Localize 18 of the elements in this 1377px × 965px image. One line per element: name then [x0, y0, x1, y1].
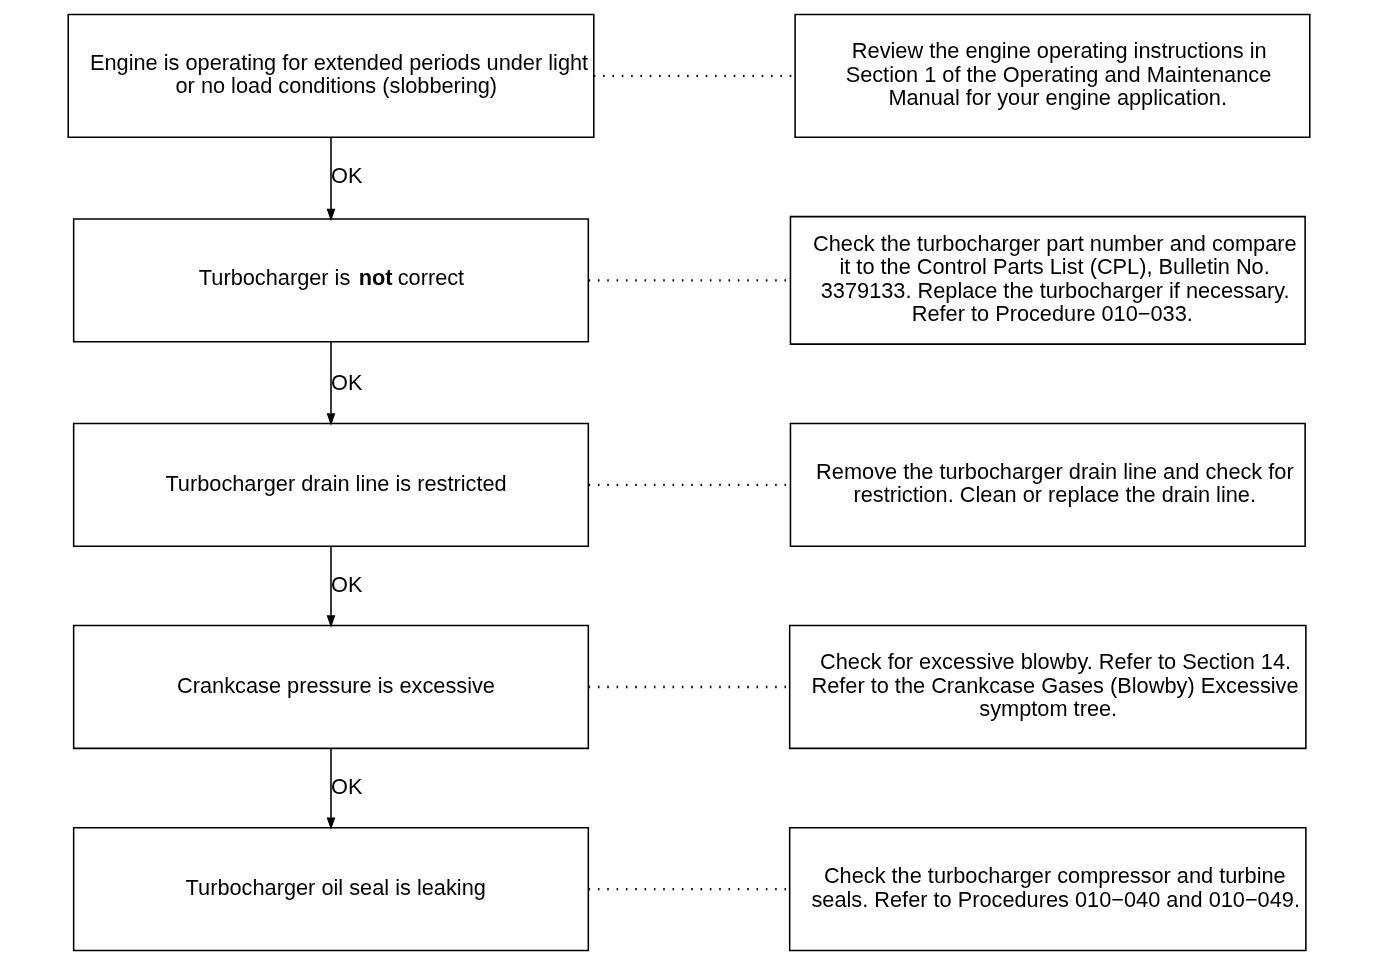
edge-label: OK — [330, 162, 362, 188]
node-box: Turbocharger is not correct — [72, 218, 589, 343]
node-box: Remove the turbocharger drain line and check for restriction. Clean or replace the drain line. — [789, 422, 1306, 548]
arrow — [326, 748, 335, 830]
edge-label: OK — [330, 369, 362, 395]
node-box: Check the turbocharger compressor and turbine seals. Refer to Procedures 010−040 and 010−049. — [788, 826, 1307, 952]
node-box: Crankcase pressure is excessive — [72, 624, 589, 750]
node-box: Check for excessive blowby. Refer to Section 14. Refer to the Crankcase Gases (Blowby) Excessive symptom tree. — [788, 624, 1307, 750]
node-box: Turbocharger drain line is restricted — [72, 422, 589, 548]
node-box: Engine is operating for extended periods under light or no load conditions (slobbering) — [66, 13, 595, 139]
arrow — [326, 136, 335, 222]
edge-label: OK — [330, 571, 362, 597]
arrow — [326, 545, 335, 628]
node-box: Check the turbocharger part number and compare it to the Control Parts List (CPL), Bulletin No. 3379133. Replace the turbocharger if necessary. Refer to Procedure 010−033. — [789, 215, 1306, 345]
node-box: Turbocharger oil seal is leaking — [72, 826, 589, 952]
arrow — [326, 341, 335, 426]
node-box: Review the engine operating instructions in Section 1 of the Operating and Maintenance Manual for your engine application. — [793, 13, 1311, 139]
edge-label: OK — [330, 773, 362, 799]
